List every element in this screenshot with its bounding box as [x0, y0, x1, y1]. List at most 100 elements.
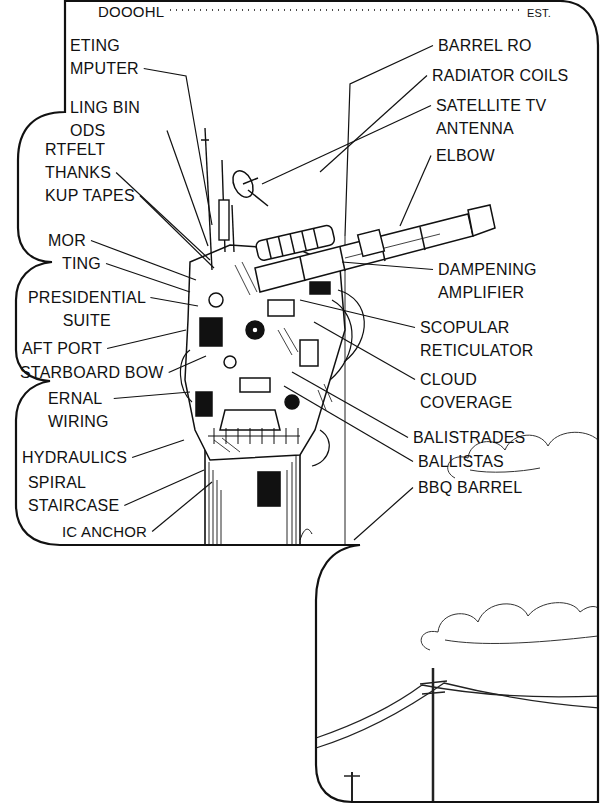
- mast-line: [345, 236, 346, 545]
- leader-line: [140, 196, 214, 269]
- gears-and-parts: [310, 282, 330, 294]
- part-label: RTFELT THANKS: [45, 138, 111, 184]
- radiator-coils: [267, 239, 271, 258]
- title-dots: [170, 9, 520, 11]
- power-lines: [316, 685, 600, 738]
- gun-barrel: [340, 247, 345, 271]
- tower-shaft: [209, 455, 296, 550]
- power-lines: [422, 692, 445, 694]
- part-label: EST.: [527, 2, 551, 25]
- satellite-dish: [243, 178, 258, 184]
- part-label: DOOOHL: [98, 0, 164, 23]
- leader-line: [169, 356, 206, 373]
- tower-shaft: [287, 470, 288, 550]
- part-label: SPIRAL STAIRCASE: [28, 471, 119, 517]
- part-label: MOR: [48, 229, 86, 252]
- radiator-coils: [302, 231, 306, 250]
- gun-barrel: [255, 214, 473, 292]
- hand-ground: [16, 1, 598, 802]
- hatching: [214, 440, 230, 452]
- tower-shaft: [217, 480, 218, 550]
- hatching: [242, 262, 257, 292]
- part-label: BARREL RO: [438, 34, 532, 57]
- gears-and-parts: [300, 340, 318, 366]
- balustrade: [286, 428, 287, 444]
- part-label: IC ANCHOR: [62, 520, 147, 543]
- balustrade: [262, 428, 263, 444]
- gun-barrel: [468, 205, 495, 236]
- part-label: BALLISTAS: [418, 450, 504, 473]
- tower-shaft: [213, 470, 214, 550]
- leader-line: [342, 262, 433, 270]
- gears-and-parts: [200, 318, 222, 346]
- leader-line: [144, 69, 212, 226]
- tower-shaft: [300, 529, 312, 540]
- part-label: CLOUD COVERAGE: [420, 368, 512, 414]
- leader-line: [345, 46, 433, 237]
- part-label: BALISTRADES: [413, 426, 525, 449]
- leader-line: [124, 470, 204, 506]
- power-lines: [432, 668, 435, 805]
- hatching: [284, 328, 298, 352]
- gears-and-parts: [224, 356, 236, 368]
- balustrade: [226, 428, 227, 444]
- tower-shaft: [209, 462, 210, 550]
- satellite-dish: [229, 168, 268, 206]
- hatching: [222, 438, 240, 452]
- part-label: SATELLITE TV ANTENNA: [436, 94, 586, 140]
- part-label: ERNAL WIRING: [48, 387, 109, 433]
- thumbs-down-outline: [16, 1, 598, 802]
- radiator-coils: [313, 228, 317, 247]
- power-lines: [344, 775, 360, 776]
- antennas: [201, 139, 209, 140]
- leader-line: [150, 298, 198, 307]
- gun-barrel: [255, 205, 495, 292]
- hatching: [235, 265, 250, 295]
- power-lines: [316, 683, 600, 748]
- gears-and-parts: [209, 293, 223, 307]
- tower-shaft: [258, 472, 280, 506]
- part-label: ELBOW: [436, 144, 495, 167]
- leader-line: [107, 330, 186, 349]
- tower-shaft: [292, 462, 293, 550]
- hatching: [278, 330, 292, 355]
- leader-line: [262, 106, 431, 185]
- balustrade: [274, 428, 275, 444]
- leader-line: [320, 76, 427, 173]
- leader-line: [152, 482, 212, 532]
- part-label: RADIATOR COILS: [432, 64, 568, 87]
- sky-clouds: [421, 603, 600, 650]
- tower-shaft: [221, 490, 222, 550]
- part-label: PRESIDENTIAL SUITE: [28, 286, 145, 332]
- part-label: DAMPENING AMPLIFIER: [438, 258, 537, 304]
- gears-and-parts: [220, 410, 280, 430]
- balustrade: [208, 428, 300, 444]
- leader-line: [114, 392, 190, 399]
- gears-and-parts: [285, 395, 299, 409]
- hatching: [214, 262, 332, 452]
- gun-barrel: [300, 257, 305, 281]
- balustrade: [238, 428, 239, 444]
- cables: [312, 430, 329, 466]
- antennas: [201, 128, 234, 270]
- leader-line: [354, 488, 413, 541]
- power-lines: [351, 772, 353, 805]
- part-label: KUP TAPES: [45, 184, 135, 207]
- gun-barrel: [358, 230, 385, 257]
- sky-clouds: [445, 636, 598, 643]
- leader-line: [400, 156, 431, 227]
- antennas: [205, 128, 212, 270]
- power-lines: [316, 668, 600, 805]
- part-label: HYDRAULICS: [22, 446, 127, 469]
- balustrade: [298, 428, 299, 444]
- gears-and-parts: [196, 392, 212, 416]
- part-label: ETING MPUTER: [70, 34, 139, 80]
- part-label: BBQ BARREL: [418, 476, 522, 499]
- radiator-coils: [278, 237, 282, 256]
- part-label: STARBOARD BOW: [20, 361, 164, 384]
- part-label: SCOPULAR RETICULATOR: [420, 316, 534, 362]
- radiator-coils: [290, 234, 294, 253]
- gears-and-parts: [246, 321, 264, 339]
